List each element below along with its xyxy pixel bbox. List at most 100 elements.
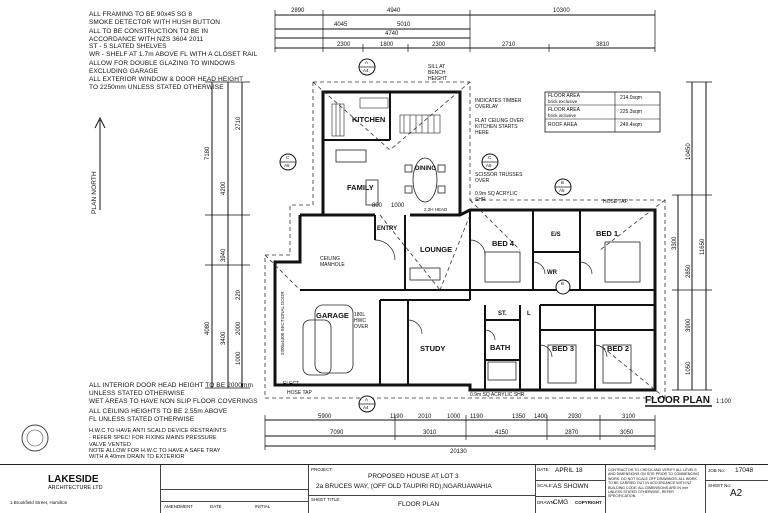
dim-bottom-2010: 2010 [418,414,432,420]
dim-left-7180: 7180 [205,146,211,160]
dim-top-2300a: 2300 [337,42,351,48]
dim-bottom-1190b: 1190 [470,414,483,420]
area-sub-1: brick exclusive [548,99,578,104]
dim-left-1000: 1000 [236,351,242,365]
sheet-no-label: SHEET No: [708,483,732,488]
annotation-ceiling-manhole: CEILING MANHOLE [320,256,345,268]
section-sheet-a-bottom: A4 [363,405,369,410]
note-nzs: ALL TO BE CONSTRUCTION TO BE IN ACCORDAN… [89,28,209,43]
dim-top-2300b: 2300 [432,42,446,48]
room-kitchen: KITCHEN [352,115,386,124]
dim-top-3810: 3810 [596,42,610,48]
dim-right-3300: 3300 [672,236,678,250]
section-marker-c-right: C [488,155,492,160]
section-marker-b-mid: B [561,281,565,286]
section-sheet-b-top: A5 [559,188,565,193]
room-bath: BATH [490,343,511,352]
annotation-hose-tap-2: HOSE TAP [287,390,312,396]
title-block-project: PROJECT: PROPOSED HOUSE AT LOT 3 2a BRUC… [308,465,536,513]
company-name: LAKESIDE [48,474,99,485]
annotation-flat-ceiling: FLAT CEILING OVER KITCHEN STARTS HERE [475,118,524,136]
room-dining: DINING [415,166,436,172]
floor-plan-scale: 1:100 [716,399,732,405]
dim-bottom-20130: 20130 [450,449,467,455]
room-bed1: BED 1 [596,229,619,238]
annotation-shr-2: 0.9m SQ ACRYLIC SHR [470,392,525,398]
company-address: 1 Brookfield Street, Hamilton [10,500,68,505]
section-marker-a-bottom: A [365,397,369,402]
note-st: ST - 5 SLATED SHELVES [89,43,167,50]
title-block-sheet: JOB No: 17048 SHEET No: A2 [705,465,768,513]
dim-top-2710: 2710 [502,42,516,48]
room-wr: WR [547,270,557,276]
title-block-amendments: AMENDMENT DATE INITIAL [160,465,309,513]
job-number: 17048 [735,467,754,474]
dim-top-10300: 10300 [553,8,570,14]
room-laundry: L [527,311,531,317]
note-int-door: ALL INTERIOR DOOR HEAD HEIGHT TO BE 2000… [89,382,253,397]
floor-plan-drawing [21,10,712,452]
area-label-3: ROOF AREA [548,122,578,128]
dim-bottom-4150: 4150 [495,430,509,436]
dim-bottom-1000: 1000 [447,414,461,420]
dim-top-4740: 4740 [385,31,399,37]
plan-north-label: PLAN NORTH [91,171,98,214]
room-entry: ENTRY [377,226,398,232]
dim-left-3400: 3400 [221,331,227,345]
room-st: ST. [498,311,507,317]
area-value-2: 225.3sqm [620,109,642,115]
dim-bottom-7090: 7090 [330,430,344,436]
dim-right-2850: 2850 [686,264,692,278]
dim-top-4940: 4940 [387,8,401,14]
sheet-title: FLOOR PLAN [398,501,440,508]
annotation-hose-tap-1: HOSE TAP [603,199,628,205]
scale-value: AS SHOWN [553,483,589,490]
dim-left-4080: 4080 [205,321,211,335]
dim-bottom-5900: 5900 [318,414,332,420]
area-value-3: 249.4sqm [620,122,642,128]
note-framing: ALL FRAMING TO BE 90x45 SG 8 [89,11,193,18]
note-glazing: ALLOW FOR DOUBLE GLAZING TO WINDOWS EXCL… [89,60,235,75]
annotation-head: 2.2H HEAD [424,207,448,212]
note-safe-tray: NOTE ALLOW FOR H.W.C TO HAVE A SAFE TRAY… [89,448,221,460]
annotation-800: 800 [372,203,383,209]
section-sheet-c-left: A5 [284,163,290,168]
title-block-company: LAKESIDE ARCHITECTURE LTD 1 Brookfield S… [0,465,161,513]
title-block: LAKESIDE ARCHITECTURE LTD 1 Brookfield S… [0,464,768,513]
date-col: DATE [210,504,222,509]
section-sheet-a-top: A4 [363,68,369,73]
date-label: DATE: [537,467,550,472]
disclaimer: CONTRACTOR TO CHECK AND VERIFY ALL LEVEL… [608,468,700,499]
annotation-hwc: 180L HWC OVER [354,312,369,330]
copyright: COPYRIGHT [575,500,602,505]
dim-bottom-3050: 3050 [620,430,634,436]
area-label-1: FLOOR AREA [548,93,580,99]
dim-bottom-2870: 2870 [565,430,579,436]
initial-col: INITIAL [255,504,271,509]
date-value: APRIL 18 [555,467,583,474]
scale-label: SCALE: [537,483,554,488]
title-block-disclaimer: CONTRACTOR TO CHECK AND VERIFY ALL LEVEL… [605,465,706,513]
project-label: PROJECT: [311,467,333,472]
annotation-sectional-door: 2300x4400 SECTIONAL DOOR [280,291,285,355]
company-sub: ARCHITECTURE LTD [48,485,103,491]
note-wet-areas: WET AREAS TO HAVE NON SLIP FLOOR COVERIN… [89,398,258,405]
dim-left-4200: 4200 [221,181,227,195]
drawn-label: DRAWN: [537,500,556,505]
room-lounge: LOUNGE [420,245,453,254]
dim-left-2710: 2710 [236,116,242,130]
note-head-height: ALL EXTERIOR WINDOW & DOOR HEAD HEIGHT T… [89,76,244,91]
dim-top-5010: 5010 [397,22,411,28]
project-line-2: 2a BRUCES WAY, (OFF OLD TAUPIRI RD),NGAR… [316,483,492,490]
area-value-1: 214.0sqm [620,95,642,101]
room-garage: GARAGE [316,311,349,320]
room-ensuite: E/S [551,232,561,238]
dim-bottom-1400: 1400 [534,414,548,420]
room-study: STUDY [420,344,446,353]
note-hwc: H.W.C TO HAVE ANTI SCALD DEVICE RESTRAIN… [89,428,227,448]
area-label-2: FLOOR AREA [548,107,580,113]
section-marker-b-top: B [561,180,565,185]
section-marker-a-top: A [365,60,369,65]
dim-right-1050: 1050 [686,361,692,375]
dim-bottom-2930: 2930 [568,414,582,420]
